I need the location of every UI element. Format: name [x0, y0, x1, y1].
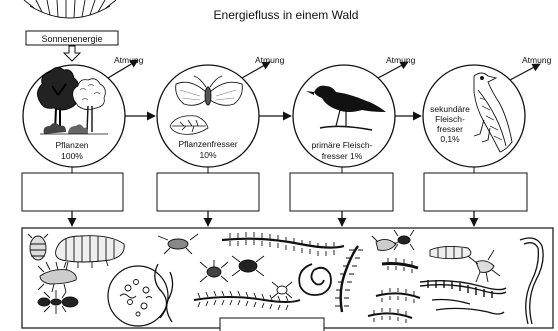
answer-box-2[interactable] [157, 173, 259, 211]
answer-box-5[interactable] [220, 318, 324, 331]
answer-box-4[interactable] [424, 173, 527, 211]
secondary-carnivore-label-3: fresser [437, 124, 463, 134]
secondary-carnivore-percent: 0,1% [440, 134, 460, 144]
sun-energy-label: Sonnenenergie [41, 34, 102, 44]
plants-percent: 100% [61, 151, 83, 161]
answer-box-1[interactable] [22, 173, 123, 211]
respiration-arrow-4 [510, 64, 540, 80]
primary-carnivore-percent: fresser 1% [322, 151, 363, 161]
respiration-label-1: Atmung [114, 55, 144, 65]
primary-carnivore-label: primäre Fleisch- [312, 140, 373, 150]
secondary-carnivore-label-2: Fleisch- [435, 114, 465, 124]
page-title: Energiefluss in einem Wald [214, 8, 359, 22]
plants-label: Pflanzen [55, 140, 88, 150]
magnifier-circle [108, 266, 168, 326]
herbivore-percent: 10% [199, 150, 216, 160]
herbivore-label: Pflanzenfresser [178, 139, 237, 149]
sun-icon [24, 0, 116, 18]
larva-2-icon [430, 246, 471, 259]
respiration-label-3: Atmung [386, 55, 416, 65]
respiration-label-4: Atmung [522, 55, 552, 65]
sun-arrow-icon [64, 46, 80, 61]
answer-box-3[interactable] [290, 173, 393, 211]
respiration-label-2: Atmung [255, 55, 285, 65]
secondary-carnivore-label-1: sekundäre [430, 104, 470, 114]
